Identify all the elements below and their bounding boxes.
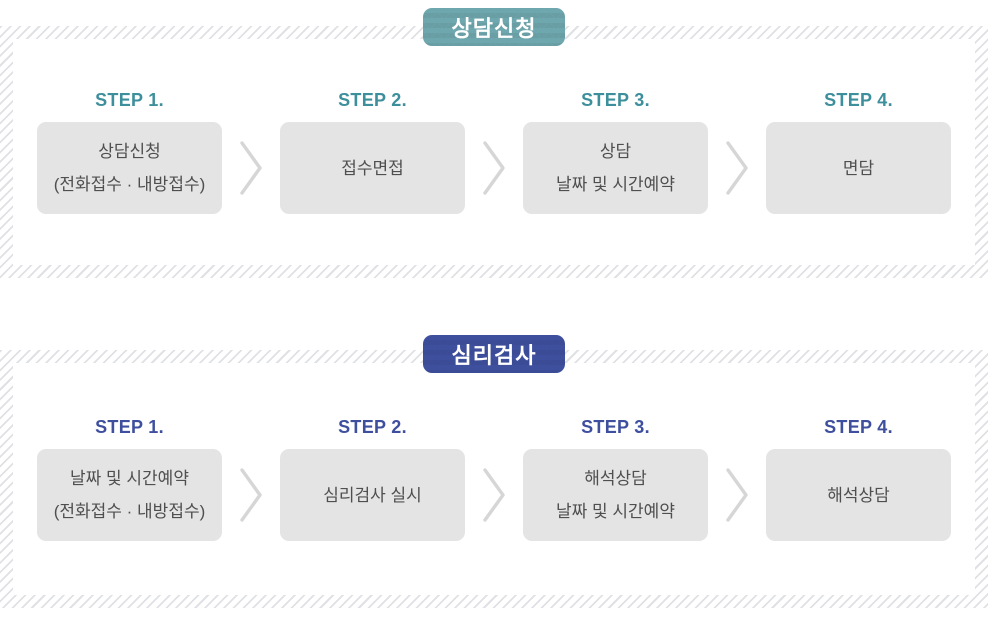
step-separator: [222, 449, 280, 541]
chevron-right-icon: [240, 468, 262, 522]
step-box-line: 날짜 및 시간예약: [556, 175, 675, 194]
counseling-flow: STEP 1. 상담신청 (전화접수 · 내방접수) STEP 2. 접수면접: [13, 90, 975, 214]
step-box: 상담신청 (전화접수 · 내방접수): [37, 122, 222, 214]
step-separator: [708, 122, 766, 214]
step-box-line: (전화접수 · 내방접수): [53, 502, 206, 521]
chevron-right-icon: [483, 468, 505, 522]
section-counseling: 상담신청 STEP 1. 상담신청 (전화접수 · 내방접수) STEP 2. …: [0, 8, 988, 278]
step-box: 해석상담 날짜 및 시간예약: [523, 449, 708, 541]
step-box-line: 면담: [842, 158, 875, 178]
step-label: STEP 3.: [581, 417, 650, 437]
counseling-step-4: STEP 4. 면담: [766, 90, 951, 214]
step-box-line: 심리검사 실시: [323, 485, 422, 505]
step-box-line: 날짜 및 시간예약: [70, 469, 189, 488]
step-separator: [465, 122, 523, 214]
step-separator: [465, 449, 523, 541]
step-label: STEP 4.: [824, 90, 893, 110]
step-label: STEP 3.: [581, 90, 650, 110]
step-box-line: 상담신청: [98, 142, 161, 161]
section-psych-test-badge: 심리검사: [423, 335, 565, 373]
step-separator: [222, 122, 280, 214]
step-box: 날짜 및 시간예약 (전화접수 · 내방접수): [37, 449, 222, 541]
step-box-line: 날짜 및 시간예약: [556, 502, 675, 521]
section-psych-test-panel: STEP 1. 날짜 및 시간예약 (전화접수 · 내방접수) STEP 2. …: [13, 363, 975, 595]
step-box: 상담 날짜 및 시간예약: [523, 122, 708, 214]
counseling-step-2: STEP 2. 접수면접: [280, 90, 465, 214]
step-label: STEP 4.: [824, 417, 893, 437]
counseling-step-3: STEP 3. 상담 날짜 및 시간예약: [523, 90, 708, 214]
step-box-line: 접수면접: [341, 158, 404, 178]
section-psych-test: 심리검사 STEP 1. 날짜 및 시간예약 (전화접수 · 내방접수) STE…: [0, 335, 988, 608]
step-box-line: 상담: [599, 142, 632, 161]
psych-test-step-2: STEP 2. 심리검사 실시: [280, 417, 465, 541]
section-counseling-panel: STEP 1. 상담신청 (전화접수 · 내방접수) STEP 2. 접수면접: [13, 39, 975, 265]
section-counseling-badge: 상담신청: [423, 8, 565, 46]
step-separator: [708, 449, 766, 541]
psych-test-step-1: STEP 1. 날짜 및 시간예약 (전화접수 · 내방접수): [37, 417, 222, 541]
counseling-step-1: STEP 1. 상담신청 (전화접수 · 내방접수): [37, 90, 222, 214]
psych-test-flow: STEP 1. 날짜 및 시간예약 (전화접수 · 내방접수) STEP 2. …: [13, 417, 975, 541]
chevron-right-icon: [726, 468, 748, 522]
step-box: 면담: [766, 122, 951, 214]
step-label: STEP 1.: [95, 90, 164, 110]
chevron-right-icon: [240, 141, 262, 195]
step-box: 접수면접: [280, 122, 465, 214]
step-box-line: (전화접수 · 내방접수): [53, 175, 206, 194]
chevron-right-icon: [483, 141, 505, 195]
psych-test-step-3: STEP 3. 해석상담 날짜 및 시간예약: [523, 417, 708, 541]
step-box-line: 해석상담: [827, 485, 890, 505]
step-label: STEP 1.: [95, 417, 164, 437]
step-box: 해석상담: [766, 449, 951, 541]
step-label: STEP 2.: [338, 90, 407, 110]
step-box: 심리검사 실시: [280, 449, 465, 541]
chevron-right-icon: [726, 141, 748, 195]
psych-test-step-4: STEP 4. 해석상담: [766, 417, 951, 541]
step-box-line: 해석상담: [584, 469, 647, 488]
step-label: STEP 2.: [338, 417, 407, 437]
